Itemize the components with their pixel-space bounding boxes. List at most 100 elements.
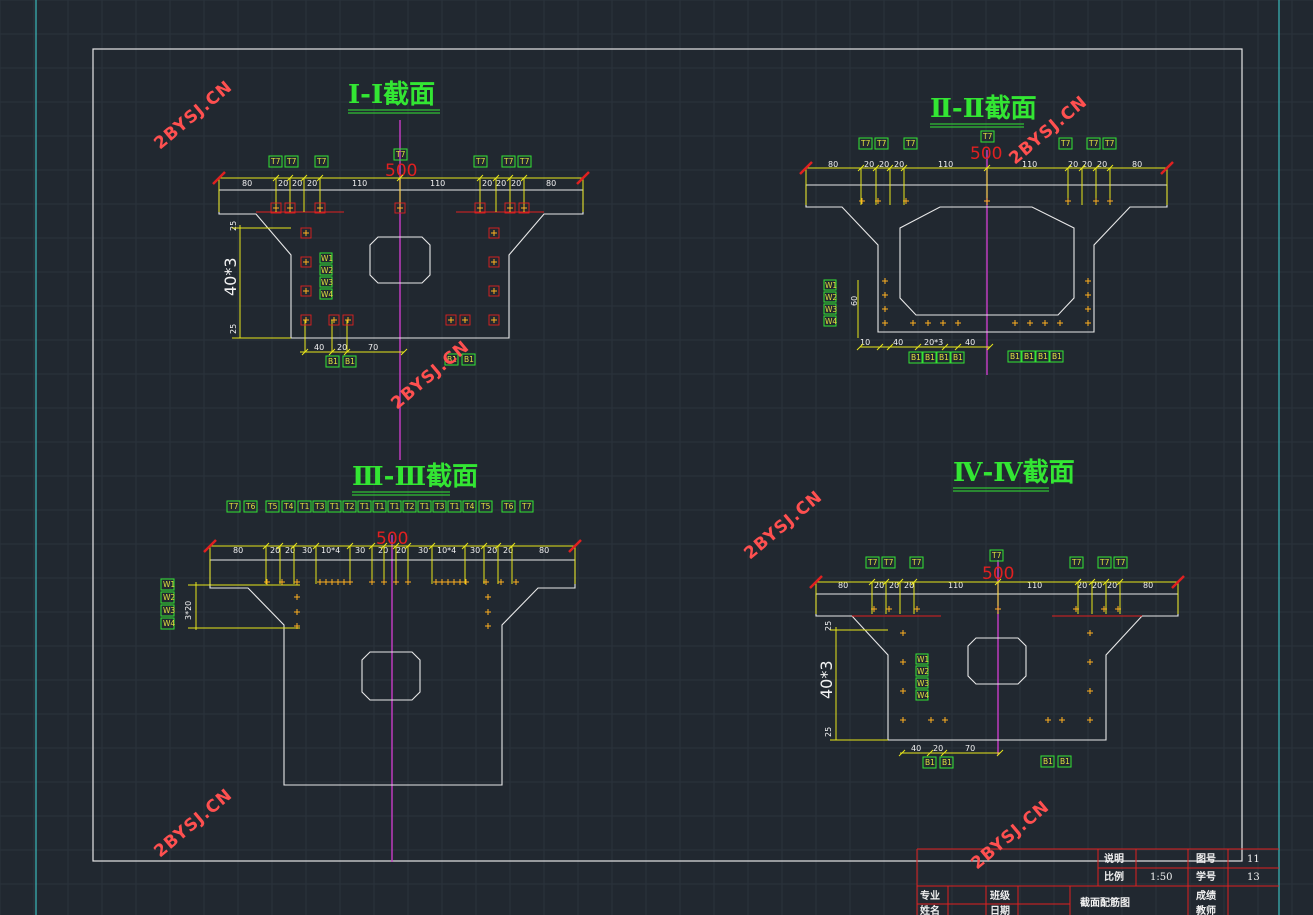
svg-text:B1: B1: [328, 357, 338, 366]
svg-text:T7: T7: [286, 157, 297, 166]
svg-text:W2: W2: [321, 266, 333, 275]
svg-text:T7: T7: [1104, 139, 1115, 148]
section-2-total-width: 500: [970, 144, 1002, 164]
svg-text:T6: T6: [245, 502, 256, 511]
svg-text:20: 20: [503, 546, 513, 555]
svg-text:T7: T7: [1099, 558, 1110, 567]
svg-text:80: 80: [546, 179, 556, 188]
svg-text:T5: T5: [480, 502, 491, 511]
section-4-total-width: 500: [982, 564, 1014, 584]
section-1-dimension-lines: [212, 171, 590, 356]
tb-label-score: 成绩: [1196, 889, 1216, 902]
svg-text:B1: B1: [464, 355, 474, 364]
svg-text:20: 20: [307, 179, 317, 188]
svg-text:T3: T3: [434, 502, 445, 511]
section-1-title: Ⅰ-Ⅰ截面: [348, 80, 435, 110]
svg-text:W1: W1: [917, 655, 929, 664]
svg-text:W4: W4: [917, 691, 929, 700]
watermark-1: 2BYSJ.CN: [150, 77, 236, 154]
svg-text:W2: W2: [917, 667, 929, 676]
svg-text:80: 80: [838, 581, 848, 590]
svg-text:W1: W1: [163, 580, 175, 589]
svg-text:T7: T7: [1088, 139, 1099, 148]
svg-text:20: 20: [285, 546, 295, 555]
svg-text:20: 20: [879, 160, 889, 169]
svg-text:70: 70: [368, 343, 378, 352]
svg-text:110: 110: [1027, 581, 1042, 590]
svg-text:T7: T7: [316, 157, 327, 166]
svg-text:T7: T7: [270, 157, 281, 166]
svg-text:10*4: 10*4: [321, 546, 340, 555]
section-4-side-dims: 25 25: [824, 621, 833, 737]
section-4-height-dim: 40*3: [817, 660, 836, 699]
svg-text:T1: T1: [299, 502, 310, 511]
tb-student-no-value: 13: [1247, 872, 1260, 883]
svg-text:T7: T7: [521, 502, 532, 511]
svg-text:20: 20: [511, 179, 521, 188]
svg-text:20: 20: [874, 581, 884, 590]
svg-text:T4: T4: [464, 502, 475, 511]
svg-text:W3: W3: [825, 305, 837, 314]
svg-text:110: 110: [430, 179, 445, 188]
svg-text:20: 20: [904, 581, 914, 590]
svg-text:B1: B1: [942, 758, 952, 767]
svg-text:T7: T7: [883, 558, 894, 567]
svg-text:20: 20: [337, 343, 347, 352]
svg-text:10: 10: [860, 338, 870, 347]
svg-text:20: 20: [1068, 160, 1078, 169]
svg-text:T1: T1: [374, 502, 385, 511]
svg-text:T6: T6: [503, 502, 514, 511]
section-1-height-dim: 40*3: [221, 257, 240, 296]
section-2-dimension-lines: [799, 161, 1174, 351]
svg-text:80: 80: [1143, 581, 1153, 590]
svg-text:T7: T7: [519, 157, 530, 166]
svg-text:T2: T2: [344, 502, 355, 511]
svg-text:80: 80: [1132, 160, 1142, 169]
svg-text:W4: W4: [163, 619, 175, 628]
svg-text:20*3: 20*3: [924, 338, 943, 347]
svg-text:T7: T7: [1060, 139, 1071, 148]
svg-text:T7: T7: [867, 558, 878, 567]
svg-text:30: 30: [302, 546, 312, 555]
svg-text:80: 80: [233, 546, 243, 555]
svg-text:T1: T1: [359, 502, 370, 511]
svg-text:T7: T7: [503, 157, 514, 166]
section-1-side-dims: 25 25: [229, 221, 238, 334]
svg-text:20: 20: [378, 546, 388, 555]
section-1-top-tags: T7 T7 T7 T7 T7 T7 T7: [268, 148, 532, 168]
svg-text:T7: T7: [905, 139, 916, 148]
section-2-bottom-dims: 10 40 20*3 40: [860, 338, 975, 347]
svg-text:T7: T7: [475, 157, 486, 166]
svg-text:T7: T7: [1071, 558, 1082, 567]
svg-text:80: 80: [828, 160, 838, 169]
section-4-bottom-tags: B1 B1 B1 B1: [922, 755, 1072, 769]
section-2-bottom-tags: B1 B1 B1 B1 B1 B1 B1 B1: [908, 350, 1064, 364]
section-4-title: Ⅳ-Ⅳ截面: [953, 458, 1075, 488]
section-2-hole: [899, 206, 1075, 316]
svg-text:20: 20: [482, 179, 492, 188]
duct-markers: [264, 198, 1121, 723]
section-2-web-tags: W1 W2 W3 W4: [823, 279, 837, 327]
svg-text:20: 20: [396, 546, 406, 555]
svg-text:25: 25: [229, 221, 238, 231]
svg-text:20: 20: [487, 546, 497, 555]
svg-text:B1: B1: [1024, 352, 1034, 361]
drawing-frame: [92, 48, 1243, 862]
svg-text:20: 20: [496, 179, 506, 188]
section-3-top-tags: T7 T6 T5 T4 T1 T3 T1 T2 T1 T1 T1 T2 T1 T…: [226, 500, 534, 513]
svg-text:20: 20: [889, 581, 899, 590]
watermarks: 2BYSJ.CN 2BYSJ.CN 2BYSJ.CN 2BYSJ.CN 2BYS…: [150, 77, 1091, 874]
section-2-height-dim: 60: [850, 296, 859, 306]
svg-text:T2: T2: [404, 502, 415, 511]
svg-text:T7: T7: [1115, 558, 1126, 567]
svg-text:80: 80: [539, 546, 549, 555]
tb-label-note: 说明: [1104, 852, 1124, 865]
section-1-total-width: 500: [385, 161, 417, 181]
svg-text:T1: T1: [329, 502, 340, 511]
svg-text:W1: W1: [825, 281, 837, 290]
section-1-top-dims: 80 20 20 20 110 110 20 20 20 80: [242, 179, 556, 188]
tb-label-major: 专业: [920, 889, 940, 902]
watermark-4: 2BYSJ.CN: [740, 487, 826, 564]
svg-text:25: 25: [824, 727, 833, 737]
